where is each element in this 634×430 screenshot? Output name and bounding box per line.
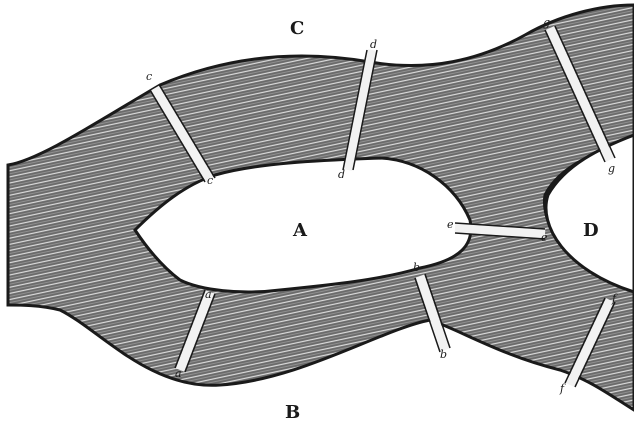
region-label-a: A	[292, 220, 308, 241]
bridge-label-b-top: b	[413, 261, 420, 274]
bridge-label-a-top: a	[205, 288, 212, 301]
region-label-c: C	[290, 18, 304, 39]
bridge-label-f-bottom: f	[559, 382, 566, 395]
bridge-label-c-bottom: c	[207, 174, 213, 187]
bridge-label-a-bottom: a	[175, 367, 182, 380]
bridge-label-g-top: g	[543, 16, 550, 29]
bridge-label-d-top: d	[370, 38, 377, 51]
bridge-label-d-bottom: d	[338, 168, 345, 181]
region-label-d: D	[583, 220, 599, 241]
bridge-e-right-middle	[455, 228, 545, 234]
bridge-label-c-top: c	[146, 70, 152, 83]
bridge-label-e-right: e	[541, 231, 548, 244]
bridge-label-b-bottom: b	[440, 348, 447, 361]
region-label-b: B	[285, 402, 300, 423]
bridge-label-e-left: e	[447, 218, 454, 231]
bridge-label-g-bottom: g	[608, 162, 615, 175]
